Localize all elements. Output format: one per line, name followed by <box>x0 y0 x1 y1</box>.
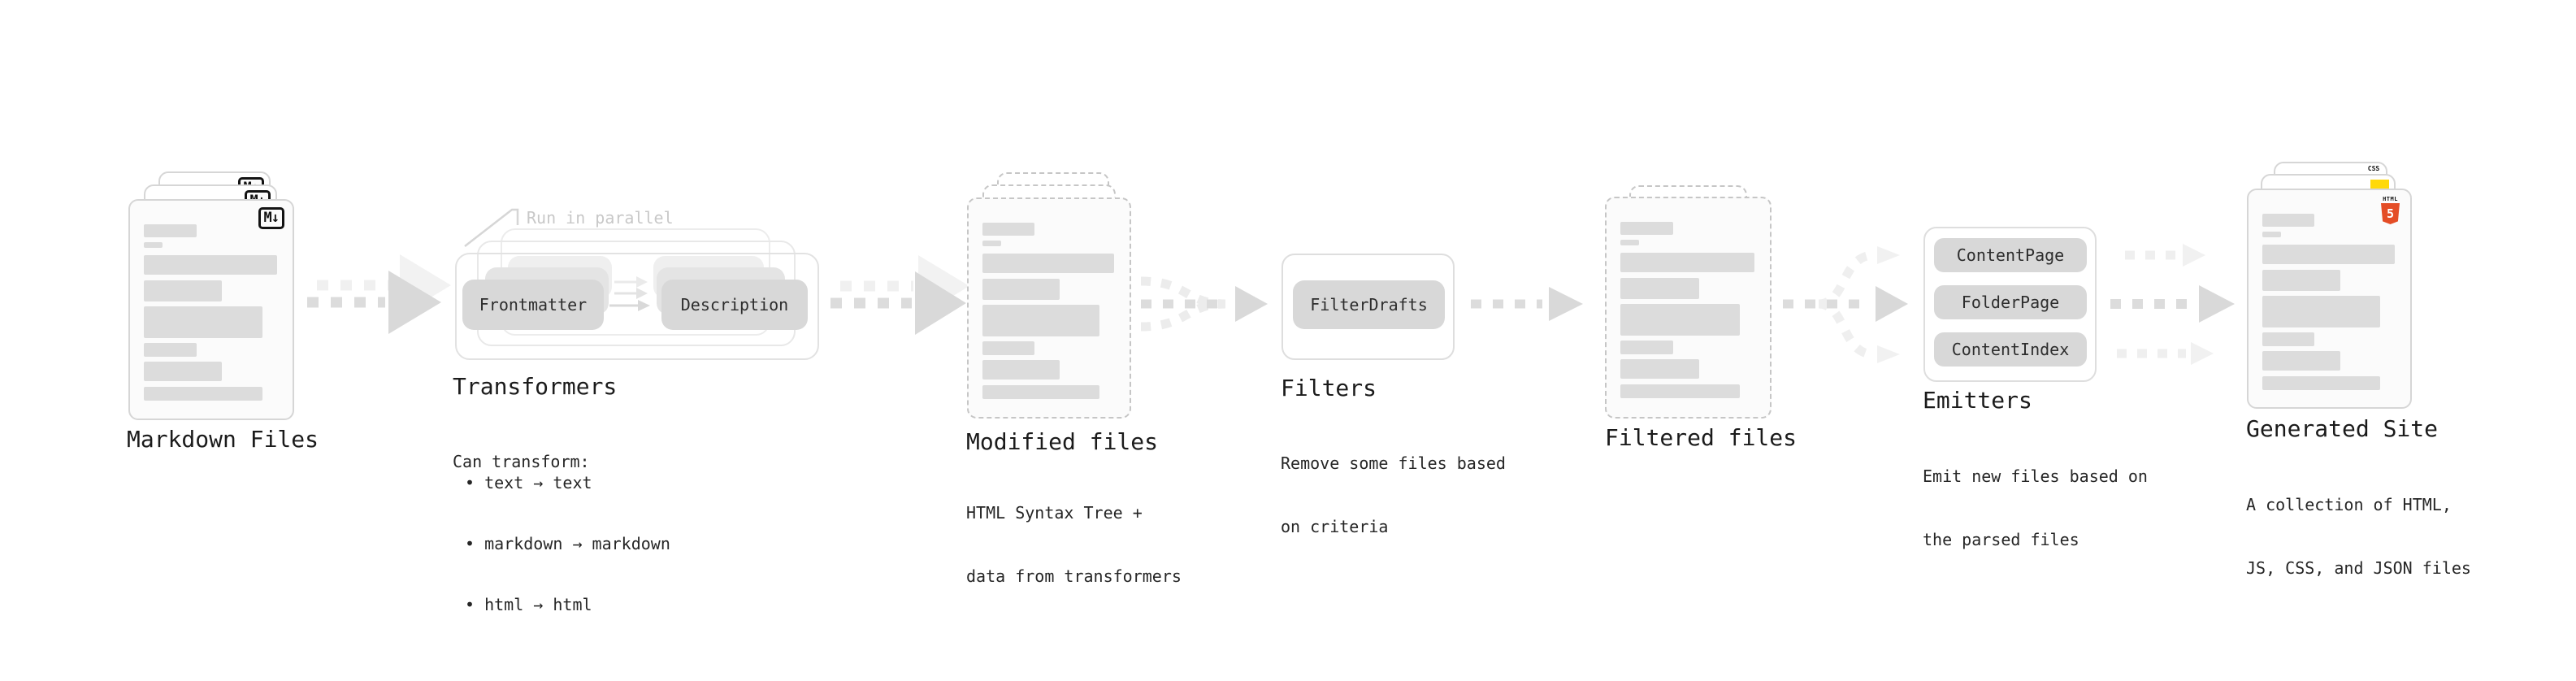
leader-line <box>464 208 519 247</box>
arrow-markdown-to-transformers <box>307 254 451 334</box>
arrow-filters-to-filtered <box>1471 287 1583 321</box>
arrows-emitters-to-site <box>2110 244 2235 365</box>
arrow-split-filtered-to-emitters <box>1783 246 1908 363</box>
arrow-merge-modified-to-filters <box>1140 276 1268 332</box>
arrow-transformers-to-modified <box>830 255 969 335</box>
run-in-parallel-label: Run in parallel <box>527 208 674 228</box>
transformer-step-arrows <box>609 276 650 311</box>
run-in-parallel-annotation: Run in parallel <box>464 208 674 247</box>
